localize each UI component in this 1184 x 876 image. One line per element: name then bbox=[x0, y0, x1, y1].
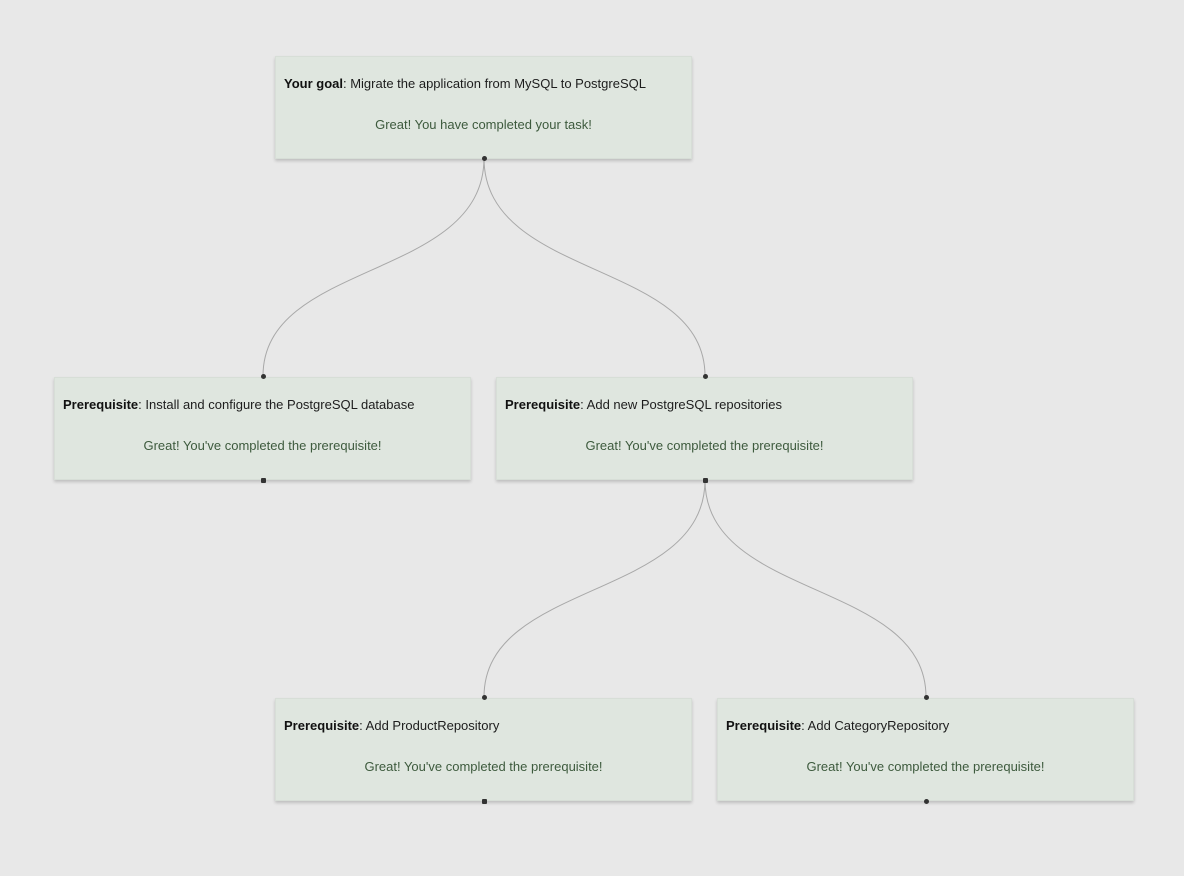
edge-repositories-category-repo bbox=[704, 479, 927, 698]
node-status: Great! You have completed your task! bbox=[375, 117, 592, 132]
node-title-bold: Prerequisite bbox=[284, 718, 360, 733]
node-title-text: : Add new PostgreSQL repositories bbox=[580, 397, 783, 412]
node-status: Great! You've completed the prerequisite… bbox=[143, 438, 382, 453]
edge-repositories-product-repo bbox=[483, 479, 706, 698]
target-handle[interactable] bbox=[923, 694, 929, 700]
node-goal[interactable]: Your goal: Migrate the application from … bbox=[275, 56, 692, 159]
node-title: Prerequisite: Add new PostgreSQL reposit… bbox=[505, 397, 904, 413]
node-title-bold: Prerequisite bbox=[726, 718, 802, 733]
node-title: Prerequisite: Add CategoryRepository bbox=[726, 718, 1125, 734]
source-handle[interactable] bbox=[702, 477, 708, 483]
node-status: Great! You've completed the prerequisite… bbox=[806, 759, 1045, 774]
node-title-text: : Migrate the application from MySQL to … bbox=[342, 76, 646, 91]
node-prereq-repositories[interactable]: Prerequisite: Add new PostgreSQL reposit… bbox=[496, 377, 913, 480]
source-handle[interactable] bbox=[923, 798, 929, 804]
node-prereq-install-db[interactable]: Prerequisite: Install and configure the … bbox=[54, 377, 471, 480]
target-handle[interactable] bbox=[260, 373, 266, 379]
node-prereq-product-repo[interactable]: Prerequisite: Add ProductRepository Grea… bbox=[275, 698, 692, 801]
node-title-text: : Install and configure the PostgreSQL d… bbox=[138, 397, 415, 412]
target-handle[interactable] bbox=[481, 694, 487, 700]
source-handle[interactable] bbox=[481, 155, 487, 161]
node-status: Great! You've completed the prerequisite… bbox=[364, 759, 603, 774]
node-status: Great! You've completed the prerequisite… bbox=[585, 438, 824, 453]
node-title: Prerequisite: Install and configure the … bbox=[63, 397, 462, 413]
edge-goal-repositories bbox=[483, 157, 706, 377]
source-handle[interactable] bbox=[481, 798, 487, 804]
edge-goal-install-db bbox=[262, 157, 485, 377]
node-title-text: : Add CategoryRepository bbox=[801, 718, 950, 733]
node-title: Prerequisite: Add ProductRepository bbox=[284, 718, 683, 734]
node-title-bold: Your goal bbox=[284, 76, 343, 91]
node-title: Your goal: Migrate the application from … bbox=[284, 76, 683, 92]
node-title-bold: Prerequisite bbox=[63, 397, 139, 412]
source-handle[interactable] bbox=[260, 477, 266, 483]
node-title-bold: Prerequisite bbox=[505, 397, 581, 412]
node-title-text: : Add ProductRepository bbox=[359, 718, 500, 733]
node-prereq-category-repo[interactable]: Prerequisite: Add CategoryRepository Gre… bbox=[717, 698, 1134, 801]
target-handle[interactable] bbox=[702, 373, 708, 379]
